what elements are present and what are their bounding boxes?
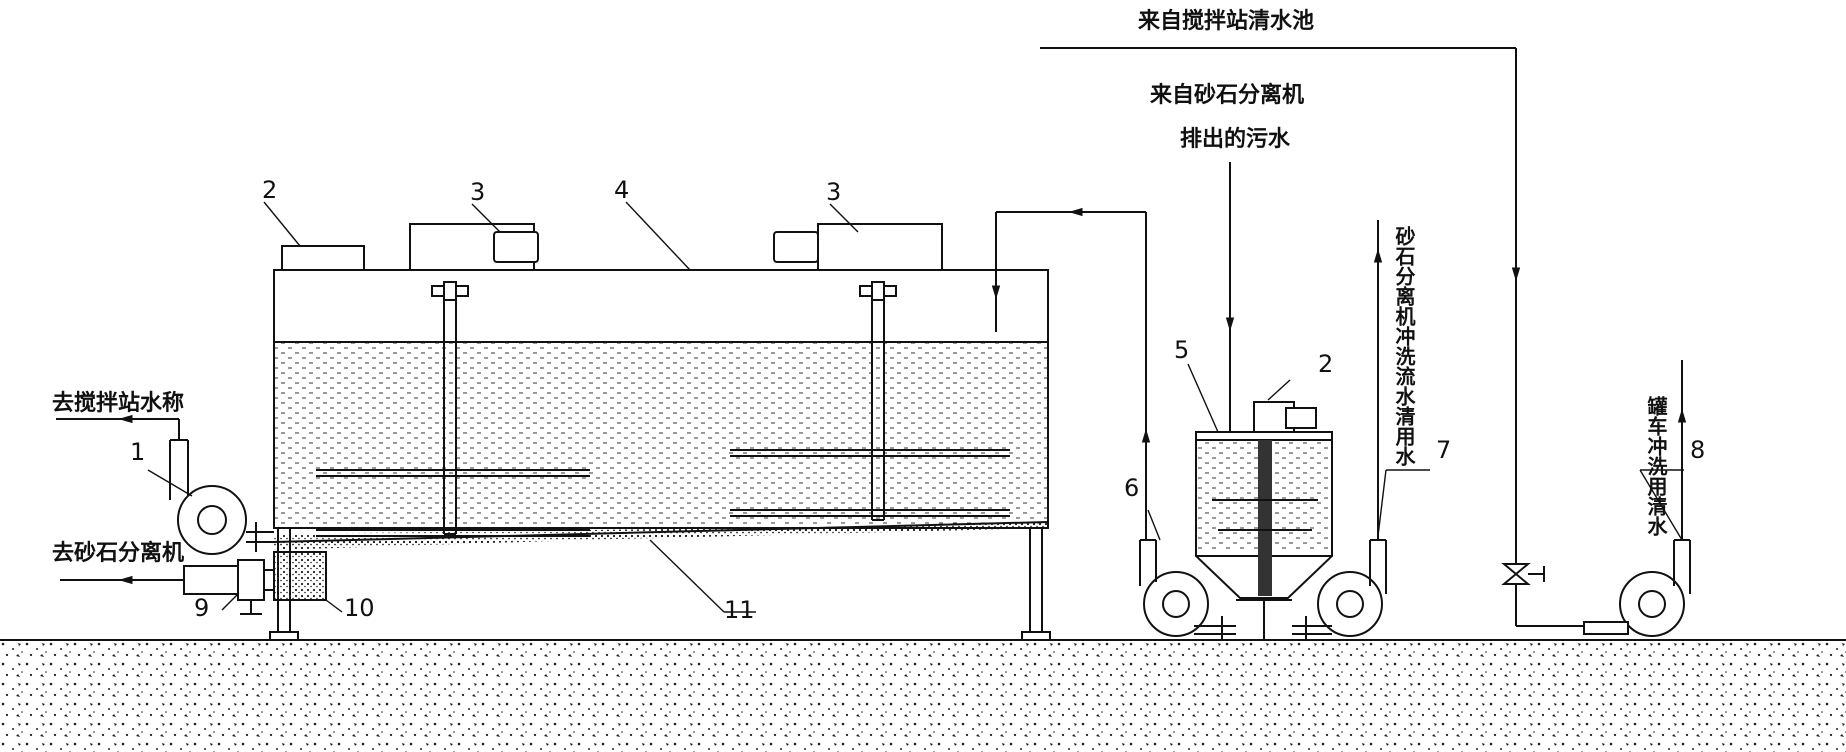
pump-6 — [1139, 539, 1236, 640]
pump-1 — [169, 439, 274, 555]
part-number: 2 — [1318, 350, 1333, 378]
part-number: 10 — [344, 594, 375, 622]
agitator-motor-left — [409, 223, 539, 271]
leader-lines — [147, 201, 1684, 613]
agitator-motor-right — [773, 223, 943, 271]
part-number: 1 — [130, 438, 145, 466]
part-number: 5 — [1174, 336, 1189, 364]
part-number: 3 — [826, 178, 841, 206]
label-from-separator-line2: 排出的污水 — [1180, 126, 1291, 152]
control-box-left — [281, 245, 365, 271]
pump-7 — [1292, 539, 1387, 640]
agitator-shaft-right — [859, 281, 897, 521]
label-from-mixing-station-clear-pool: 来自搅拌站清水池 — [1137, 8, 1314, 34]
part-number: 8 — [1690, 436, 1705, 464]
ground — [0, 639, 1846, 752]
label-to-sand-stone-separator: 去砂石分离机 — [52, 540, 184, 566]
pump-8 — [1583, 539, 1691, 637]
separator-tank-5 — [1195, 401, 1333, 640]
label-from-separator-line1: 来自砂石分离机 — [1149, 82, 1304, 108]
part-number: 4 — [614, 176, 629, 204]
part-number: 11 — [724, 596, 755, 624]
valve — [1501, 563, 1545, 585]
part-number: 9 — [194, 594, 209, 622]
outlet-pipe-9 — [183, 559, 274, 615]
label-to-mixing-station-scale: 去搅拌站水称 — [52, 390, 184, 416]
label-truck-flushing-water: 罐车冲洗用清水 — [1644, 395, 1668, 537]
part-number: 3 — [470, 178, 485, 206]
filter-10 — [273, 551, 327, 601]
part-number: 6 — [1124, 474, 1139, 502]
sedimentation-tank — [269, 269, 1051, 641]
part-number: 7 — [1436, 436, 1451, 464]
part-number: 2 — [262, 176, 277, 204]
label-separator-flushing-water: 砂石分离机冲洗流水清用水 — [1392, 226, 1416, 467]
agitator-shaft-left — [431, 281, 469, 535]
